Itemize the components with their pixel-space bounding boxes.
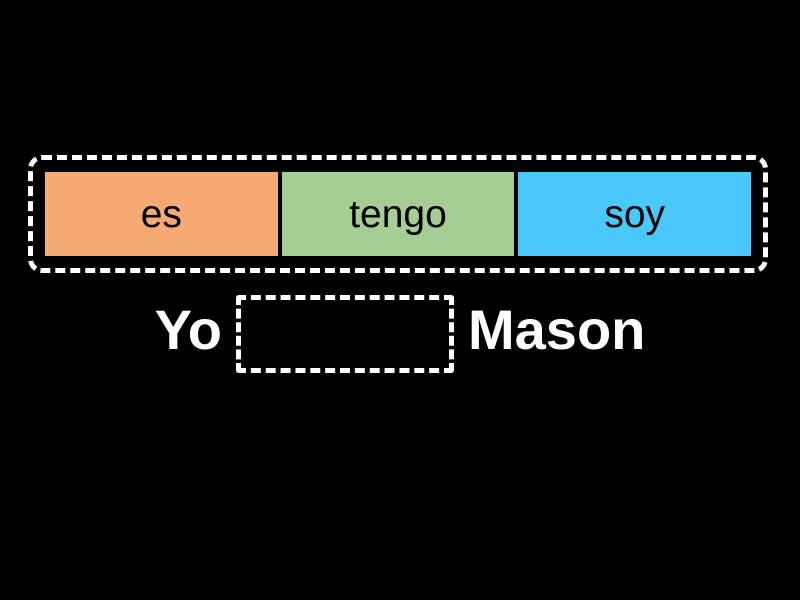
word-tile-es[interactable]: es <box>45 172 278 256</box>
sentence-word-before: Yo <box>154 298 223 361</box>
word-tile-soy[interactable]: soy <box>518 172 752 256</box>
word-tile-label: es <box>140 192 182 236</box>
sentence-row: Yo Mason <box>0 282 800 378</box>
word-tile-label: soy <box>604 192 666 236</box>
word-tile-tengo[interactable]: tengo <box>281 172 515 256</box>
answer-drop-zone[interactable] <box>236 295 455 373</box>
word-tile-label: tengo <box>349 192 447 236</box>
sentence-word-after: Mason <box>468 298 646 361</box>
word-tile-row: es tengo soy <box>45 172 752 256</box>
word-bank-tray: es tengo soy <box>28 155 768 273</box>
